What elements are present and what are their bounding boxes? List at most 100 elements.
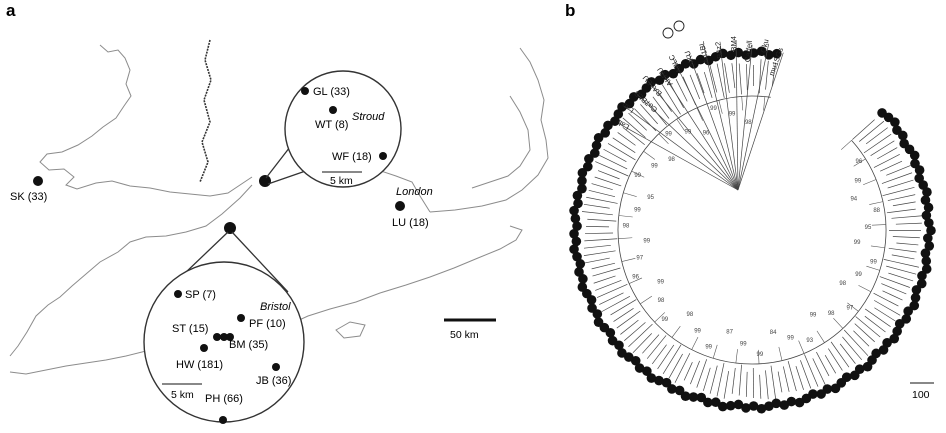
site-wt-marker [329, 106, 337, 114]
tree-branch [618, 132, 636, 145]
tree-branch [886, 266, 916, 274]
tree-leaf-dot [779, 400, 789, 410]
tree-branch [710, 64, 717, 92]
tree-branch [585, 233, 613, 234]
tree-branch [613, 138, 636, 153]
tree-branch [697, 73, 704, 93]
site-gl-marker [301, 87, 309, 95]
tree-internal-branch [871, 246, 885, 248]
tree-branch [647, 335, 666, 358]
bootstrap-label: 99 [855, 179, 862, 185]
tree-branch [853, 331, 869, 347]
tree-internal-branch [779, 347, 782, 361]
bootstrap-label: 99 [710, 106, 717, 112]
tree-internal-branch [817, 331, 825, 343]
tree-internal-branch [672, 326, 680, 337]
tree-branch [813, 358, 825, 384]
tree-branch [604, 149, 627, 161]
site-pf-label: PF (10) [249, 318, 286, 330]
site-st-label: ST (15) [172, 323, 208, 335]
tree-branch [892, 216, 923, 219]
panel-a-letter: a [6, 1, 16, 20]
site-lu-marker [395, 201, 405, 211]
tree-internal-branch [697, 108, 703, 121]
tree-internal-branch [863, 179, 876, 184]
bootstrap-label: 99 [643, 238, 650, 244]
tree-branch [739, 365, 741, 396]
bootstrap-label: 93 [806, 338, 813, 344]
tree-branch [611, 300, 637, 315]
bootstrap-label: 98 [745, 120, 752, 126]
bootstrap-label: 94 [850, 196, 857, 202]
tree-branch [710, 366, 717, 394]
tree-leaf-dot [816, 389, 826, 399]
panel-b-letter: b [565, 1, 575, 20]
site-wt-label: WT (8) [315, 119, 348, 131]
bootstrap-label: 98 [828, 311, 835, 317]
bootstrap-label: 98 [658, 298, 665, 304]
tree-internal-branch [833, 318, 842, 328]
site-jb-marker [272, 363, 280, 371]
tree-branch [628, 324, 652, 347]
tree-branch [675, 353, 690, 382]
tree-branch [874, 308, 895, 321]
tree-branch [624, 322, 645, 340]
tree-branch [586, 226, 609, 227]
tree-branch [889, 248, 917, 252]
tree-branch [887, 209, 916, 213]
tree-branch [893, 237, 920, 238]
bootstrap-label: 99 [705, 344, 712, 350]
tree-branch [896, 223, 922, 224]
tree-branch [852, 120, 874, 140]
tree-branch [589, 190, 615, 196]
tree-branch [582, 211, 613, 214]
site-sk-label: SK (33) [10, 191, 47, 203]
city-london-label: London [396, 186, 433, 198]
tree-internal-branch [858, 285, 870, 291]
reference-branch [736, 40, 738, 190]
site-wf-label: WF (18) [332, 151, 372, 163]
bootstrap-label: 99 [729, 112, 736, 118]
tree-branch [856, 317, 881, 338]
tree-branch [865, 316, 886, 332]
tree-branch [652, 345, 666, 364]
bootstrap-label: 99 [651, 163, 658, 169]
bootstrap-label: 99 [665, 132, 672, 138]
tree-leaf-dot [915, 165, 925, 175]
tree-branch [669, 354, 683, 378]
bootstrap-label: 99 [757, 352, 764, 358]
tree-branch [658, 345, 674, 369]
tree-branch [864, 134, 891, 153]
tree-scale-label: 100 [912, 389, 930, 401]
bootstrap-label: 99 [661, 317, 668, 323]
reference-branch [661, 71, 738, 190]
bootstrap-label: 95 [647, 195, 654, 201]
tree-internal-branch [799, 341, 804, 354]
bootstrap-label: 99 [634, 208, 641, 214]
site-sp-marker [174, 290, 182, 298]
site-sk-marker [33, 176, 43, 186]
bootstrap-label: 99 [657, 280, 664, 286]
tree-leaf-dot [910, 151, 920, 161]
tree-branch [746, 64, 747, 90]
tree-branch [584, 204, 610, 208]
tree-internal-branch [644, 151, 655, 159]
tree-internal-branch [872, 225, 886, 226]
tree-internal-branch [736, 349, 738, 363]
city-bristol-label: Bristol [260, 301, 291, 313]
tree-branch [859, 121, 884, 141]
tree-branch [883, 291, 903, 300]
tree-internal-branch [713, 345, 717, 358]
tree-internal-branch [742, 96, 743, 110]
bootstrap-label: 97 [636, 255, 643, 261]
tree-branch [598, 171, 619, 179]
tree-branch [732, 368, 735, 394]
phylogenetic-tree: 9699948895999999989798999399849999879999… [569, 46, 936, 413]
tree-branch [620, 320, 638, 334]
tree-branch [595, 162, 628, 176]
tree-branch [584, 245, 611, 248]
reference-branch [673, 58, 738, 190]
reference-leaf-label: BM4 [729, 36, 738, 52]
